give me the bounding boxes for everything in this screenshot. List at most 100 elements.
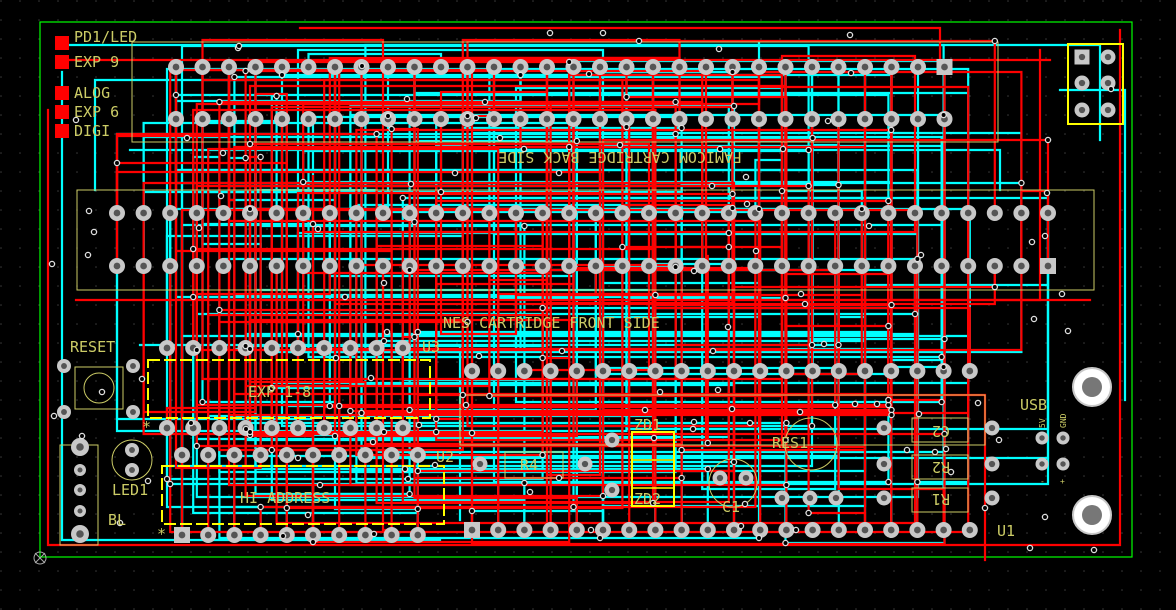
pad [486,59,502,75]
pad-hole [172,63,180,71]
pad [592,111,608,127]
pad-hole [565,209,573,217]
net-label-alog: ALOG [74,84,110,102]
pad [383,527,400,543]
pad [1035,457,1049,471]
via [730,102,738,110]
pad [406,111,423,127]
pad-hole [938,209,945,217]
pad-hole [808,115,816,123]
via [725,243,733,251]
via [246,205,254,213]
pad-hole [619,209,626,217]
trace [545,65,734,305]
pad [587,205,604,221]
via [1041,513,1049,521]
pad-hole [861,526,869,534]
pad-hole [702,115,710,123]
pad-hole [199,115,206,123]
trace [195,264,331,296]
pad-hole [178,531,186,539]
via [846,31,854,39]
pad-hole [252,63,259,71]
pad-hole [432,262,440,270]
via [199,398,206,406]
reset-label: RESET [70,338,115,356]
via [90,228,98,236]
pad-hole [486,209,493,217]
pad-hole [1039,461,1045,467]
via [1026,544,1034,552]
pad-hole [193,262,201,270]
pad [561,205,578,221]
via [299,178,307,186]
via [716,145,724,153]
pad-hole [231,451,238,459]
pad-hole [581,460,589,468]
pad-hole [140,209,147,217]
via [520,145,528,153]
pad [604,482,620,498]
trace [549,100,677,532]
via [414,328,422,336]
via [914,478,921,486]
pad [621,522,638,538]
pad [357,527,374,543]
via [231,73,238,81]
pad [857,363,873,379]
pad-hole [517,115,524,123]
pad-hole [273,262,280,270]
pad [726,363,742,379]
pad-hole [347,344,354,352]
square-marker-icon [55,36,69,50]
pad [724,111,741,127]
pad-hole [1078,79,1086,87]
via [257,503,264,511]
via [678,474,685,482]
via [278,71,286,79]
via [805,146,812,154]
pad-hole [966,526,974,534]
via [193,442,201,450]
pad [828,490,844,506]
pad [857,522,873,538]
via [596,534,604,542]
pad-hole [77,467,83,473]
pad-hole [625,367,633,375]
pad-hole [335,531,343,539]
via [656,388,664,396]
pad-hole [704,526,712,534]
u2-outline [161,465,445,525]
pad-hole [113,262,121,270]
pad-hole [388,451,395,459]
via [858,205,866,213]
pad [827,205,844,221]
via [459,391,467,399]
pad [428,258,445,274]
pad [321,205,338,221]
via [641,406,649,414]
pad-hole [570,115,577,123]
pad [747,258,764,274]
pad [984,456,1000,472]
pad [375,258,391,274]
pad [394,420,411,436]
via [792,526,800,534]
via [652,291,659,299]
via [623,123,630,131]
pad [433,111,449,127]
via [406,406,413,414]
pad-hole [178,451,186,459]
pad [802,490,818,506]
via [144,477,152,485]
pad-hole [698,262,706,270]
pad [577,456,593,472]
u3-outline [147,359,431,419]
trace [201,38,385,215]
pad-hole [517,63,524,71]
pad [368,420,385,436]
via [486,392,493,400]
nes-connector-outline [76,189,1095,291]
via [942,445,950,453]
pad-hole [652,367,659,375]
